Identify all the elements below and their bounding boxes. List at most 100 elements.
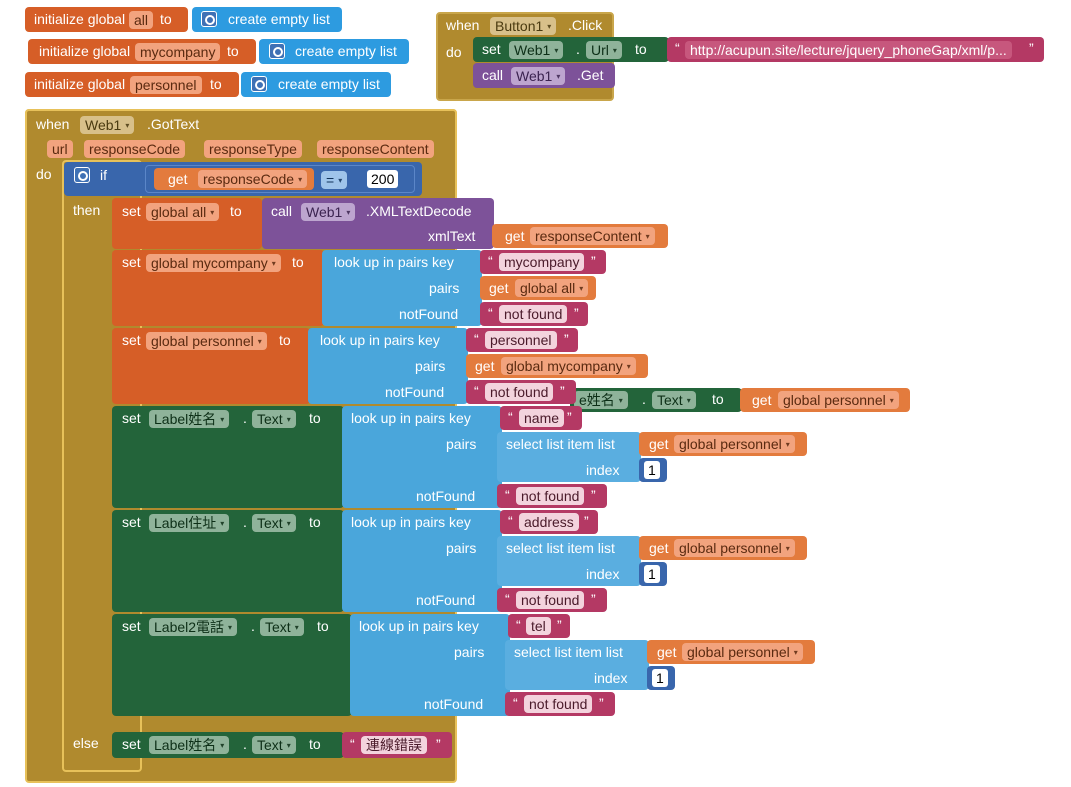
gear-icon[interactable] — [269, 43, 285, 59]
param-responsecode[interactable]: responseCode — [84, 140, 186, 158]
select-list-item-block[interactable]: select list item list index — [505, 640, 649, 690]
text-mycompany-block[interactable]: “ mycompany ” — [480, 250, 606, 274]
lookup-pairs-block[interactable]: look up in pairs key pairs notFound — [342, 510, 502, 612]
set-label-name-block[interactable]: set Label姓名▾ . Text▾ to — [112, 406, 344, 508]
number-block[interactable]: 1 — [647, 666, 675, 690]
label-dropdown[interactable]: Label住址▾ — [149, 514, 230, 532]
call-xmltextdecode-block[interactable]: call Web1▾ .XMLTextDecode xmlText — [262, 198, 494, 249]
text-value[interactable]: not found — [499, 305, 568, 323]
number-value[interactable]: 1 — [644, 461, 660, 479]
get-responsecode-block[interactable]: get responseCode▾ — [154, 168, 314, 190]
init-global-all-block[interactable]: initialize global all to — [25, 7, 188, 32]
property-dropdown[interactable]: Text▾ — [652, 391, 696, 409]
stray-set-label-block[interactable]: e姓名▾ . Text▾ to — [570, 388, 742, 412]
component-dropdown[interactable]: Web1▾ — [301, 203, 356, 221]
get-global-personnel-block[interactable]: get global personnel▾ — [639, 536, 807, 560]
label-dropdown[interactable]: Label姓名▾ — [149, 410, 230, 428]
property-dropdown[interactable]: Text▾ — [260, 618, 304, 636]
param-responsecontent[interactable]: responseContent — [317, 140, 434, 158]
text-value[interactable]: personnel — [485, 331, 557, 349]
get-global-all-block[interactable]: get global all▾ — [480, 276, 596, 300]
text-notfound-block[interactable]: “ not found ” — [497, 588, 607, 612]
call-web1-get-block[interactable]: call Web1▾ .Get — [473, 63, 615, 88]
init-global-mycompany-block[interactable]: initialize global mycompany to — [28, 39, 256, 64]
text-error-block[interactable]: “ 連線錯誤 ” — [342, 732, 452, 758]
number-block[interactable]: 1 — [639, 458, 667, 482]
init-var-name[interactable]: mycompany — [135, 43, 221, 61]
variable-dropdown[interactable]: global personnel▾ — [674, 435, 795, 453]
create-empty-list-block[interactable]: create empty list — [192, 7, 342, 32]
lookup-pairs-block[interactable]: look up in pairs key pairs notFound — [308, 328, 468, 404]
text-tel-block[interactable]: “ tel ” — [508, 614, 570, 638]
label-dropdown[interactable]: Label姓名▾ — [149, 736, 230, 754]
property-dropdown[interactable]: Text▾ — [252, 736, 296, 754]
property-dropdown[interactable]: Text▾ — [252, 410, 296, 428]
text-value[interactable]: tel — [526, 617, 551, 635]
property-dropdown[interactable]: Url▾ — [586, 41, 622, 59]
component-dropdown[interactable]: Web1▾ — [80, 116, 135, 134]
number-block[interactable]: 200 — [361, 168, 411, 190]
lookup-pairs-block[interactable]: look up in pairs key pairs notFound — [350, 614, 510, 716]
set-global-all-block[interactable]: set global all▾ to — [112, 198, 262, 249]
component-dropdown[interactable]: Web1▾ — [509, 41, 564, 59]
label-dropdown[interactable]: e姓名▾ — [574, 391, 628, 409]
param-url[interactable]: url — [47, 140, 73, 158]
text-value[interactable]: not found — [516, 591, 585, 609]
lookup-pairs-block[interactable]: look up in pairs key pairs notFound — [322, 250, 482, 326]
gear-icon[interactable] — [201, 11, 217, 27]
url-text-value[interactable]: http://acupun.site/lecture/jquery_phoneG… — [685, 41, 1012, 59]
operator-dropdown[interactable]: =▾ — [321, 171, 348, 189]
component-dropdown[interactable]: Button1▾ — [490, 17, 557, 35]
property-dropdown[interactable]: Text▾ — [252, 514, 296, 532]
variable-dropdown[interactable]: global personnel▾ — [682, 643, 803, 661]
variable-dropdown[interactable]: global personnel▾ — [146, 332, 267, 350]
set-label-tel-block[interactable]: set Label2電話▾ . Text▾ to — [112, 614, 352, 716]
create-empty-list-block[interactable]: create empty list — [241, 72, 391, 97]
text-value[interactable]: not found — [485, 383, 554, 401]
create-empty-list-block[interactable]: create empty list — [259, 39, 409, 64]
get-global-mycompany-block[interactable]: get global mycompany▾ — [466, 354, 648, 378]
select-list-item-block[interactable]: select list item list index — [497, 432, 641, 482]
number-value[interactable]: 200 — [367, 170, 399, 188]
number-value[interactable]: 1 — [644, 565, 660, 583]
get-responsecontent-block[interactable]: get responseContent▾ — [492, 224, 668, 248]
text-value[interactable]: 連線錯誤 — [361, 736, 427, 754]
gear-icon[interactable] — [74, 167, 90, 183]
text-value[interactable]: not found — [524, 695, 593, 713]
init-var-name[interactable]: all — [129, 11, 154, 29]
get-global-personnel-block[interactable]: get global personnel▾ — [639, 432, 807, 456]
gear-icon[interactable] — [251, 76, 267, 92]
text-name-block[interactable]: “ name ” — [500, 406, 582, 430]
init-global-personnel-block[interactable]: initialize global personnel to — [25, 72, 239, 97]
text-personnel-block[interactable]: “ personnel ” — [466, 328, 578, 352]
text-notfound-block[interactable]: “ not found ” — [466, 380, 576, 404]
get-global-personnel-block[interactable]: get global personnel▾ — [740, 388, 910, 412]
lookup-pairs-block[interactable]: look up in pairs key pairs notFound — [342, 406, 502, 508]
text-value[interactable]: name — [519, 409, 565, 427]
variable-dropdown[interactable]: global all▾ — [146, 203, 220, 221]
number-value[interactable]: 1 — [652, 669, 668, 687]
init-var-name[interactable]: personnel — [130, 76, 202, 94]
param-responsetype[interactable]: responseType — [204, 140, 302, 158]
variable-dropdown[interactable]: global personnel▾ — [674, 539, 795, 557]
select-list-item-block[interactable]: select list item list index — [497, 536, 641, 586]
variable-dropdown[interactable]: global mycompany▾ — [146, 254, 281, 272]
text-address-block[interactable]: “ address ” — [500, 510, 598, 534]
text-value[interactable]: address — [519, 513, 579, 531]
compare-block[interactable]: get responseCode▾ =▾ 200 — [145, 165, 415, 193]
set-label-address-block[interactable]: set Label住址▾ . Text▾ to — [112, 510, 344, 612]
set-global-mycompany-block[interactable]: set global mycompany▾ to — [112, 250, 324, 326]
number-block[interactable]: 1 — [639, 562, 667, 586]
component-dropdown[interactable]: Web1▾ — [511, 67, 566, 85]
get-global-personnel-block[interactable]: get global personnel▾ — [647, 640, 815, 664]
set-global-personnel-block[interactable]: set global personnel▾ to — [112, 328, 310, 404]
variable-dropdown[interactable]: global mycompany▾ — [501, 357, 636, 375]
text-notfound-block[interactable]: “ not found ” — [505, 692, 615, 716]
text-value[interactable]: not found — [516, 487, 585, 505]
set-web1-url-block[interactable]: set Web1▾ . Url▾ to — [473, 37, 669, 62]
variable-dropdown[interactable]: global personnel▾ — [778, 391, 899, 409]
variable-dropdown[interactable]: global all▾ — [515, 279, 589, 297]
label-dropdown[interactable]: Label2電話▾ — [149, 618, 238, 636]
variable-dropdown[interactable]: responseContent▾ — [530, 227, 655, 245]
text-value[interactable]: mycompany — [499, 253, 585, 271]
